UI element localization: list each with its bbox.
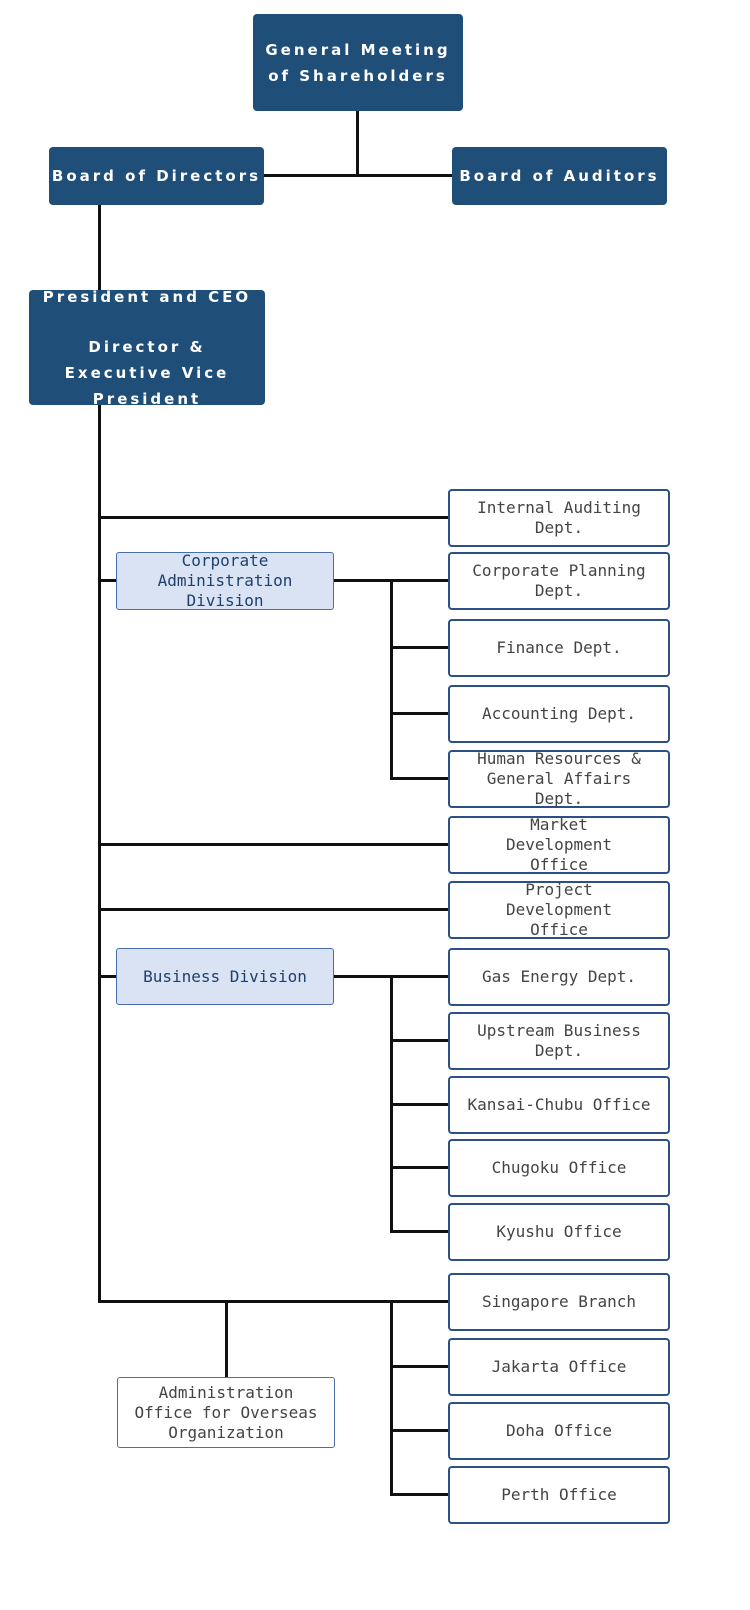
- admin-office-overseas: Administration Office for Overseas Organ…: [117, 1377, 335, 1448]
- connector-line: [390, 1300, 393, 1496]
- admin-office-overseas-label: Administration Office for Overseas Organ…: [134, 1382, 318, 1442]
- hr-general-affairs-label: Human Resources & General Affairs Dept.: [477, 749, 641, 808]
- perth-office: Perth Office: [448, 1466, 670, 1524]
- kansai-chubu-office: Kansai-Chubu Office: [448, 1076, 670, 1134]
- upstream-business-dept: Upstream Business Dept.: [448, 1012, 670, 1070]
- project-development-label: Project Development Office: [506, 880, 612, 939]
- corporate-administration-label: Corporate Administration Division: [157, 551, 293, 610]
- connector-line: [390, 646, 450, 649]
- president-ceo-label: President and CEO: [42, 287, 252, 306]
- general-meeting-box: General Meeting of Shareholders: [253, 14, 463, 111]
- singapore-branch: Singapore Branch: [448, 1273, 670, 1331]
- connector-line: [225, 1300, 228, 1378]
- accounting-dept: Accounting Dept.: [448, 685, 670, 743]
- connector-line: [390, 712, 450, 715]
- connector-line: [262, 174, 454, 177]
- market-development-office: Market Development Office: [448, 815, 670, 874]
- business-division-label: Business Division: [143, 966, 307, 986]
- corporate-administration-division: Corporate Administration Division: [116, 551, 334, 610]
- jakarta-label: Jakarta Office: [491, 1357, 627, 1376]
- executive-vp-label: Director & Executive Vice President: [64, 337, 230, 408]
- finance-label: Finance Dept.: [496, 638, 622, 657]
- jakarta-office: Jakarta Office: [448, 1338, 670, 1396]
- chugoku-office: Chugoku Office: [448, 1139, 670, 1197]
- accounting-label: Accounting Dept.: [481, 704, 637, 723]
- connector-line: [98, 843, 450, 846]
- finance-dept: Finance Dept.: [448, 619, 670, 677]
- connector-line: [98, 404, 101, 1302]
- internal-auditing-dept: Internal Auditing Dept.: [448, 489, 670, 547]
- connector-line: [390, 1429, 450, 1432]
- chugoku-label: Chugoku Office: [491, 1158, 627, 1177]
- board-of-auditors-box: Board of Auditors: [452, 147, 667, 205]
- connector-line: [390, 777, 450, 780]
- board-of-directors-box: Board of Directors: [49, 147, 264, 205]
- gas-energy-label: Gas Energy Dept.: [481, 967, 637, 986]
- president-box: President and CEO Director & Executive V…: [29, 288, 265, 408]
- connector-line: [98, 975, 117, 978]
- connector-line: [390, 579, 393, 779]
- doha-office: Doha Office: [448, 1402, 670, 1460]
- corporate-planning-dept: Corporate Planning Dept.: [448, 552, 670, 610]
- corporate-planning-label: Corporate Planning Dept.: [472, 561, 646, 600]
- connector-line: [390, 1365, 450, 1368]
- internal-auditing-label: Internal Auditing Dept.: [477, 498, 641, 537]
- connector-line: [390, 1039, 450, 1042]
- connector-line: [98, 1300, 450, 1303]
- singapore-label: Singapore Branch: [481, 1292, 637, 1311]
- hr-general-affairs-dept: Human Resources & General Affairs Dept.: [448, 749, 670, 808]
- connector-line: [98, 516, 450, 519]
- doha-label: Doha Office: [506, 1421, 612, 1440]
- market-development-label: Market Development Office: [506, 815, 612, 874]
- gas-energy-dept: Gas Energy Dept.: [448, 948, 670, 1006]
- business-division: Business Division: [116, 948, 334, 1005]
- board-of-directors-label: Board of Directors: [51, 167, 262, 185]
- kyushu-office: Kyushu Office: [448, 1203, 670, 1261]
- kansai-chubu-label: Kansai-Chubu Office: [467, 1095, 651, 1114]
- connector-line: [390, 1103, 450, 1106]
- kyushu-label: Kyushu Office: [496, 1222, 622, 1241]
- connector-line: [390, 1493, 450, 1496]
- connector-line: [390, 1230, 450, 1233]
- connector-line: [98, 579, 117, 582]
- connector-line: [356, 110, 359, 176]
- general-meeting-label: General Meeting of Shareholders: [265, 40, 451, 85]
- connector-line: [98, 908, 450, 911]
- connector-line: [390, 1166, 450, 1169]
- connector-line: [98, 204, 101, 292]
- board-of-auditors-label: Board of Auditors: [459, 167, 660, 185]
- perth-label: Perth Office: [501, 1485, 617, 1504]
- project-development-office: Project Development Office: [448, 880, 670, 939]
- upstream-business-label: Upstream Business Dept.: [477, 1021, 641, 1060]
